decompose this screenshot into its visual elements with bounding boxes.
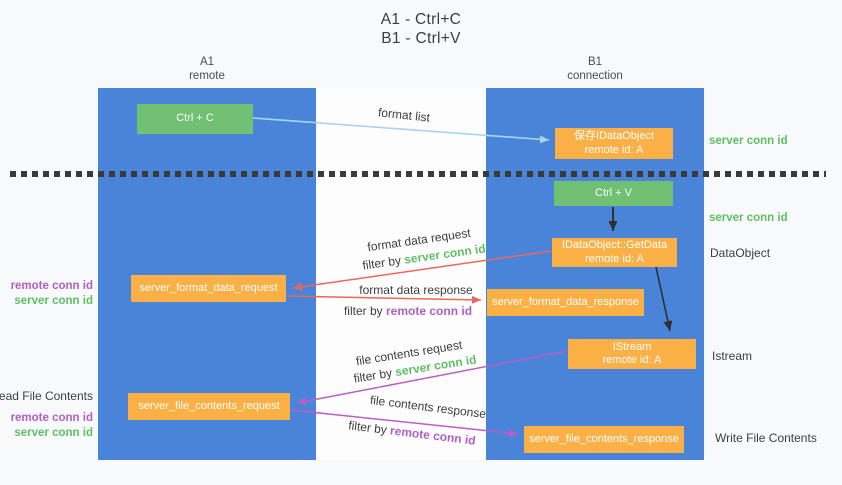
getdata-line1: IDataObject::GetData: [561, 239, 668, 251]
ctrl-v-box: Ctrl + V: [554, 181, 673, 206]
server-format-data-response-label: server_format_data_response: [492, 295, 639, 308]
right-label-dataobject: DataObject: [710, 246, 771, 260]
server-format-data-request-box: server_format_data_request: [131, 275, 286, 302]
save-idataobject-line1: 保存IDataObject: [573, 130, 655, 142]
right-label-server-conn-id-top: server conn id: [709, 135, 788, 147]
server-format-data-request-label: server_format_data_request: [139, 281, 278, 294]
title-line-2: B1 - Ctrl+V: [381, 30, 461, 47]
server-format-data-response-box: server_format_data_response: [487, 289, 644, 316]
column-b1-name: B1: [587, 56, 603, 68]
istream-box: IStream remote id: A: [568, 339, 696, 369]
server-file-contents-response-label: server_file_contents_response: [529, 432, 679, 445]
column-header-b1: B1 connection: [486, 56, 704, 83]
left-label-remote-conn-id-2: remote conn id: [10, 412, 93, 424]
remote-conn-id-text: remote conn id: [386, 304, 473, 318]
filter-by-text: filter by: [343, 304, 383, 318]
column-b1-role: connection: [567, 69, 623, 82]
ctrl-c-box: Ctrl + C: [137, 104, 253, 134]
label-format-data-response: format data response: [359, 283, 473, 297]
right-label-server-conn-id-mid: server conn id: [709, 212, 788, 224]
left-label-server-conn-id-2: server conn id: [14, 427, 93, 439]
idataobject-getdata-box: IDataObject::GetData remote id: A: [552, 238, 677, 267]
dashed-separator-line: [10, 171, 826, 177]
left-label-remote-conn-id-1: remote conn id: [10, 280, 93, 292]
server-file-contents-request-box: server_file_contents_request: [128, 393, 290, 420]
getdata-line2: remote id: A: [585, 252, 644, 265]
server-file-contents-request-label: server_file_contents_request: [138, 399, 280, 412]
right-label-write-file-contents: Write File Contents: [715, 431, 817, 445]
label-filter-by-remote-conn-id-1: filter by remote conn id: [344, 304, 472, 318]
server-file-contents-response-box: server_file_contents_response: [524, 426, 684, 453]
right-label-istream: Istream: [712, 349, 753, 363]
column-a1-name: A1: [199, 56, 215, 68]
ctrl-v-label: Ctrl + V: [595, 186, 632, 199]
ctrl-c-label: Ctrl + C: [176, 112, 214, 125]
column-a1-role: remote: [189, 69, 225, 82]
save-idataobject-box: 保存IDataObject remote id: A: [555, 128, 673, 159]
left-label-read-file-contents: Read File Contents: [0, 389, 93, 403]
save-idataobject-line2: remote id: A: [584, 143, 644, 156]
istream-line2: remote id: A: [602, 354, 662, 366]
left-label-server-conn-id-1: server conn id: [14, 295, 93, 307]
title-line-1: A1 - Ctrl+C: [380, 11, 462, 28]
column-header-a1: A1 remote: [98, 56, 316, 83]
diagram-title: A1 - Ctrl+C B1 - Ctrl+V: [0, 10, 842, 48]
istream-line1: IStream: [612, 340, 652, 353]
